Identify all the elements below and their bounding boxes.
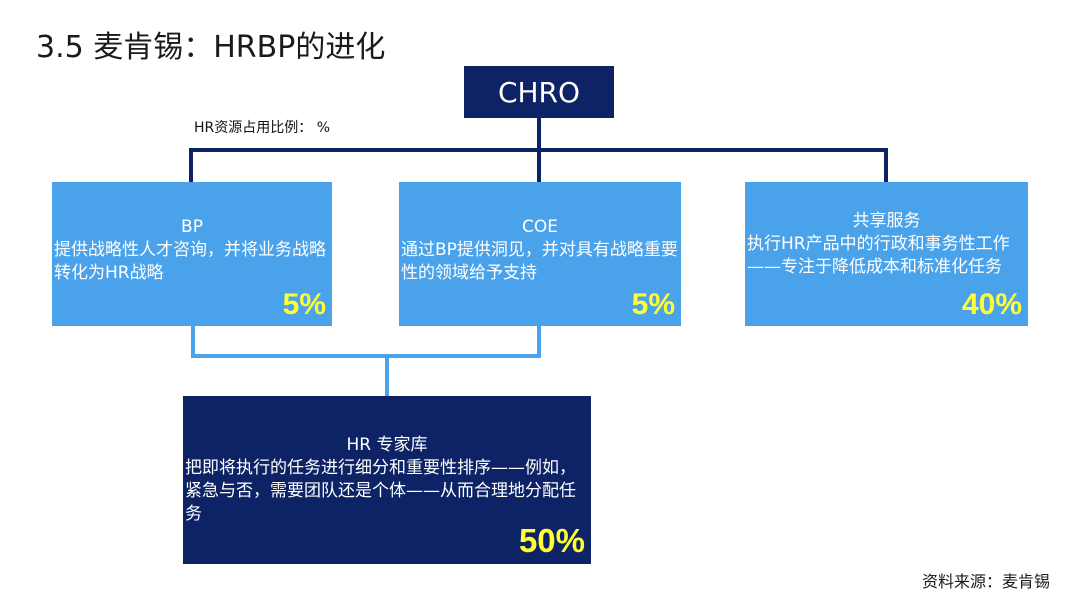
shared-services-heading: 共享服务 bbox=[852, 211, 921, 231]
slide-title: 3.5 麦肯锡：HRBP的进化 bbox=[36, 30, 386, 65]
expert-pool-description: 把即将执行的任务进行细分和重要性排序——例如，紧急与否，需要团队还是个体——从而… bbox=[185, 458, 576, 524]
bp-description: 提供战略性人才咨询，并将业务战略转化为HR战略 bbox=[54, 240, 326, 283]
shared-services-card: 共享服务 执行HR产品中的行政和事务性工作——专注于降低成本和标准化任务 40% bbox=[745, 182, 1028, 326]
coe-card: COE 通过BP提供洞见，并对具有战略重要性的领域给予支持 5% bbox=[399, 182, 681, 326]
chro-label: CHRO bbox=[497, 75, 581, 109]
expert-pool-percent: 50% bbox=[518, 522, 585, 559]
hr-expert-pool-card: HR 专家库 把即将执行的任务进行细分和重要性排序——例如，紧急与否，需要团队还… bbox=[183, 396, 591, 564]
bp-percent: 5% bbox=[282, 288, 326, 321]
bp-heading: BP bbox=[181, 217, 203, 237]
coe-percent: 5% bbox=[631, 288, 675, 321]
expert-pool-heading: HR 专家库 bbox=[346, 435, 428, 455]
coe-description: 通过BP提供洞见，并对具有战略重要性的领域给予支持 bbox=[401, 240, 678, 283]
source-note: 资料来源：麦肯锡 bbox=[922, 572, 1051, 591]
hr-resource-ratio-label: HR资源占用比例： % bbox=[194, 120, 331, 136]
bp-card: BP 提供战略性人才咨询，并将业务战略转化为HR战略 5% bbox=[52, 182, 332, 326]
shared-services-percent: 40% bbox=[961, 288, 1022, 321]
chro-box: CHRO bbox=[464, 66, 614, 118]
shared-services-description: 执行HR产品中的行政和事务性工作——专注于降低成本和标准化任务 bbox=[747, 234, 1010, 277]
coe-heading: COE bbox=[522, 217, 558, 237]
